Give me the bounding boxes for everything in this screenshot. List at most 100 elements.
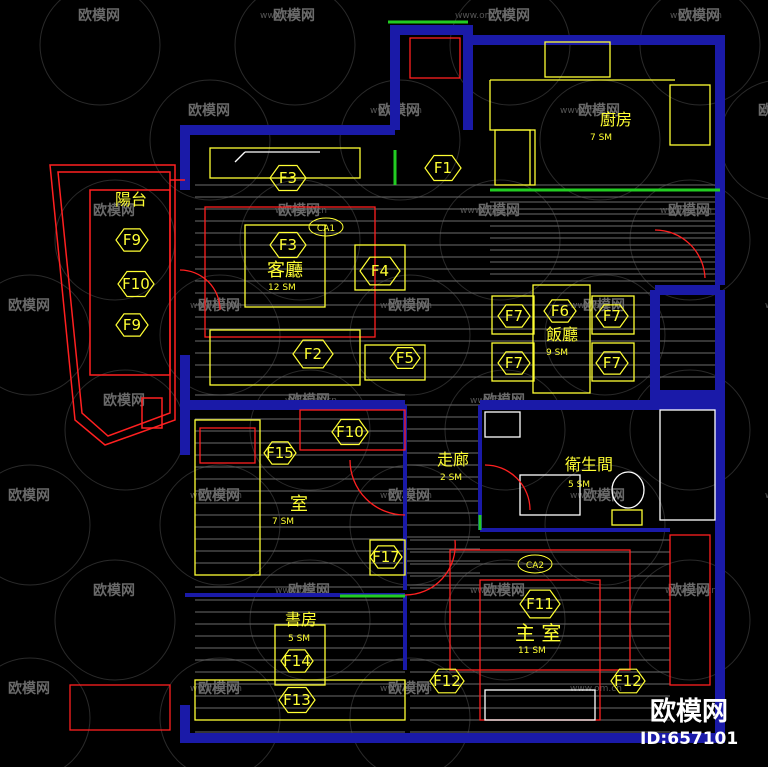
tag-f13: F13 — [283, 691, 311, 709]
tag-hexagon — [269, 164, 307, 192]
watermark-brand: 欧模网 — [93, 202, 135, 219]
stamp-brand: 欧模网 — [650, 696, 728, 727]
watermark-brand: 欧模网 — [483, 582, 525, 599]
balcony-outline — [49, 164, 185, 446]
watermark-url: www.om.cn — [380, 684, 432, 694]
watermark-brand: 欧模网 — [198, 487, 240, 504]
watermark-brand: 欧模网 — [388, 680, 430, 697]
tag-hexagon — [595, 304, 629, 328]
watermark-circle — [0, 657, 91, 767]
tag-f4: F4 — [371, 262, 389, 280]
ceiling-tag-ca2: CA2 — [526, 561, 544, 571]
watermark-circle — [629, 179, 751, 301]
tag-hexagon — [595, 351, 629, 375]
tag-hexagon — [389, 347, 421, 369]
tag-hexagon — [331, 418, 369, 446]
tag-hexagon — [429, 668, 465, 694]
door-swings — [179, 229, 706, 596]
watermark-brand: 欧模网 — [578, 102, 620, 119]
watermark-brand: 欧模网 — [8, 680, 50, 697]
furniture-lines — [69, 37, 716, 731]
bathroom-area: 5 SM — [568, 480, 590, 490]
watermark-url: www.om.cn — [560, 106, 612, 116]
tag-hexagon — [610, 668, 646, 694]
tag-f2: F2 — [304, 345, 322, 363]
tag-f10b: F10 — [336, 423, 364, 441]
watermark-url: www.om.cn — [190, 301, 242, 311]
watermark-brand: 欧模网 — [488, 7, 530, 24]
kitchen-name: 廚房 — [600, 110, 632, 129]
watermark-circle — [0, 464, 91, 586]
tag-hexagon — [369, 545, 403, 569]
ceiling-tag-oval — [308, 217, 344, 237]
tag-f7c: F7 — [603, 307, 621, 325]
tag-hexagon — [519, 589, 561, 619]
green-wall-lines — [340, 20, 720, 598]
watermark-circle — [149, 79, 271, 201]
tag-f7b: F7 — [505, 354, 523, 372]
tag-f1: F1 — [434, 159, 452, 177]
watermark-url: www.om.cn — [455, 11, 507, 21]
watermark-url: www.om.cn — [275, 586, 327, 596]
tag-f6: F6 — [551, 302, 569, 320]
watermark-brand: 欧模网 — [273, 7, 315, 24]
tag-f12a: F12 — [433, 672, 461, 690]
living-name: 客廳 — [267, 260, 303, 281]
watermark-circle — [629, 559, 751, 681]
tag-hexagon — [278, 686, 316, 714]
watermark-url: www.om.cn — [190, 491, 242, 501]
tag-f17: F17 — [372, 548, 400, 566]
watermark-brand: 欧模网 — [93, 582, 135, 599]
watermark-circle — [544, 274, 666, 396]
watermark-url: www.om.cn — [460, 206, 512, 216]
watermark-url: www.om.cn — [665, 586, 717, 596]
watermark-circle — [234, 0, 356, 106]
watermark-circle — [444, 559, 566, 681]
tag-hexagon — [117, 270, 155, 298]
study-name: 書房 — [285, 610, 317, 629]
bathroom-name: 衛生間 — [565, 455, 613, 474]
tag-f9a: F9 — [123, 231, 141, 249]
watermark-url: www.om.cn — [760, 106, 768, 116]
watermark-circle — [159, 464, 281, 586]
watermark-circle — [349, 274, 471, 396]
watermark-brand: 欧模网 — [278, 202, 320, 219]
tag-f7d: F7 — [603, 354, 621, 372]
tag-f14: F14 — [283, 652, 311, 670]
tag-f11: F11 — [526, 595, 554, 613]
master-name: 主 室 — [515, 621, 561, 645]
watermark-url: www.om.cn — [660, 206, 712, 216]
watermark-brand: 欧模网 — [188, 102, 230, 119]
watermark-brand: 欧模网 — [758, 102, 768, 119]
watermark-url: www.om.cn — [570, 491, 622, 501]
watermark-circle — [444, 369, 566, 491]
tag-f3b: F3 — [279, 236, 297, 254]
tag-hexagon — [269, 231, 307, 259]
walls — [180, 25, 725, 743]
tag-f12b: F12 — [614, 672, 642, 690]
living-area: 12 SM — [268, 283, 296, 293]
floor-hatching — [195, 184, 720, 733]
watermark-url: www.om.cn — [570, 684, 622, 694]
ceiling-tag-oval — [517, 554, 553, 574]
watermark-brand: 欧模网 — [8, 297, 50, 314]
tag-hexagon — [115, 228, 149, 252]
watermark-url: www.om.cn — [275, 206, 327, 216]
tag-f5: F5 — [396, 349, 414, 367]
dining-name: 飯廳 — [546, 325, 578, 344]
watermark-circle — [349, 657, 471, 767]
ceiling-tag-ca1: CA1 — [317, 224, 335, 234]
watermark-circle — [54, 559, 176, 681]
watermark-circle — [239, 179, 361, 301]
watermark-url: www.om.cn — [380, 301, 432, 311]
watermark-circle — [249, 369, 371, 491]
stamp-id: ID:657101 — [640, 729, 738, 749]
tag-f9b: F9 — [123, 316, 141, 334]
watermark-brand: 欧模网 — [668, 202, 710, 219]
watermark-brand: 欧模网 — [668, 582, 710, 599]
watermark-brand: 欧模网 — [103, 392, 145, 409]
watermark-url: www.om.cn — [470, 586, 522, 596]
watermark-brand: 欧模网 — [678, 7, 720, 24]
